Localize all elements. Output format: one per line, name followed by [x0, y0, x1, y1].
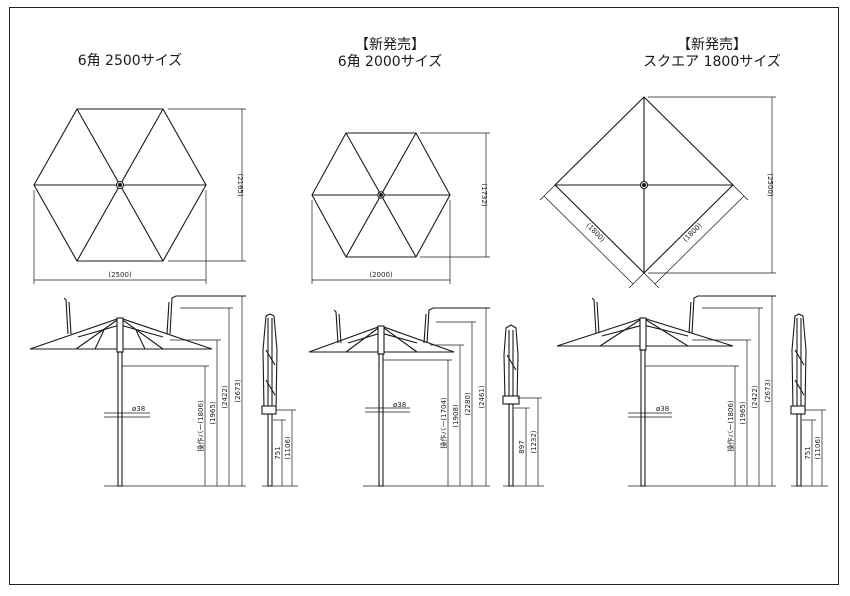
side-view-square1800 [556, 295, 776, 487]
new-release-badge: 【新発売】 [677, 37, 747, 53]
dim-crank: 操作バー(1704) [439, 397, 448, 449]
plan-view-hex2500 [33, 108, 246, 284]
dim-height-3: (2422) [751, 385, 759, 409]
dim-height-2: (1908) [452, 404, 460, 428]
dim-height-2: (1965) [739, 401, 747, 425]
folded-view-hex2500 [261, 313, 298, 487]
dim-height-2: (1965) [209, 401, 217, 425]
side-view-hex2500 [29, 295, 246, 487]
dim-folded-1: 897 [518, 440, 526, 453]
dim-height-4: (2673) [764, 379, 772, 403]
dim-folded-2: (1106) [814, 436, 822, 460]
plan-view-square1800 [539, 96, 776, 289]
dim-height-3: (2422) [221, 385, 229, 409]
dim-folded-1: 751 [274, 446, 282, 459]
dim-diagonal: (2500) [766, 173, 774, 197]
plan-view-hex2000 [311, 132, 490, 284]
dim-pole-diameter: ø38 [393, 401, 406, 409]
dim-crank: 操作バー(1806) [726, 400, 735, 452]
dim-pole-diameter: ø38 [656, 405, 669, 413]
folded-view-square1800 [790, 313, 828, 487]
dim-pole-diameter: ø38 [132, 405, 145, 413]
dim-height: (1732) [480, 183, 488, 207]
dim-folded-1: 751 [804, 446, 812, 459]
dim-width: (2500) [108, 271, 132, 279]
model-header-hex2000: 【新発売】 6角 2000サイズ [300, 37, 480, 71]
dim-folded-2: (1232) [530, 430, 538, 454]
new-release-badge: 【新発売】 [355, 37, 425, 53]
dim-width: (2000) [369, 271, 393, 279]
model-header-hex2500: 6角 2500サイズ [40, 53, 220, 70]
dim-height-4: (2461) [478, 385, 486, 409]
folded-view-hex2000 [502, 324, 544, 487]
model-name: 6角 2500サイズ [77, 53, 183, 69]
dim-height-4: (2673) [234, 379, 242, 403]
dim-crank: 操作バー(1806) [196, 400, 205, 452]
dim-height-3: (2280) [464, 392, 472, 416]
side-view-hex2000 [308, 307, 490, 487]
model-header-square1800: 【新発売】 スクエア 1800サイズ [612, 37, 812, 71]
dim-height: (2165) [236, 173, 244, 197]
model-name: スクエア 1800サイズ [643, 54, 781, 70]
dim-folded-2: (1106) [284, 436, 292, 460]
model-name: 6角 2000サイズ [337, 54, 443, 70]
drawing-frame [9, 7, 839, 585]
